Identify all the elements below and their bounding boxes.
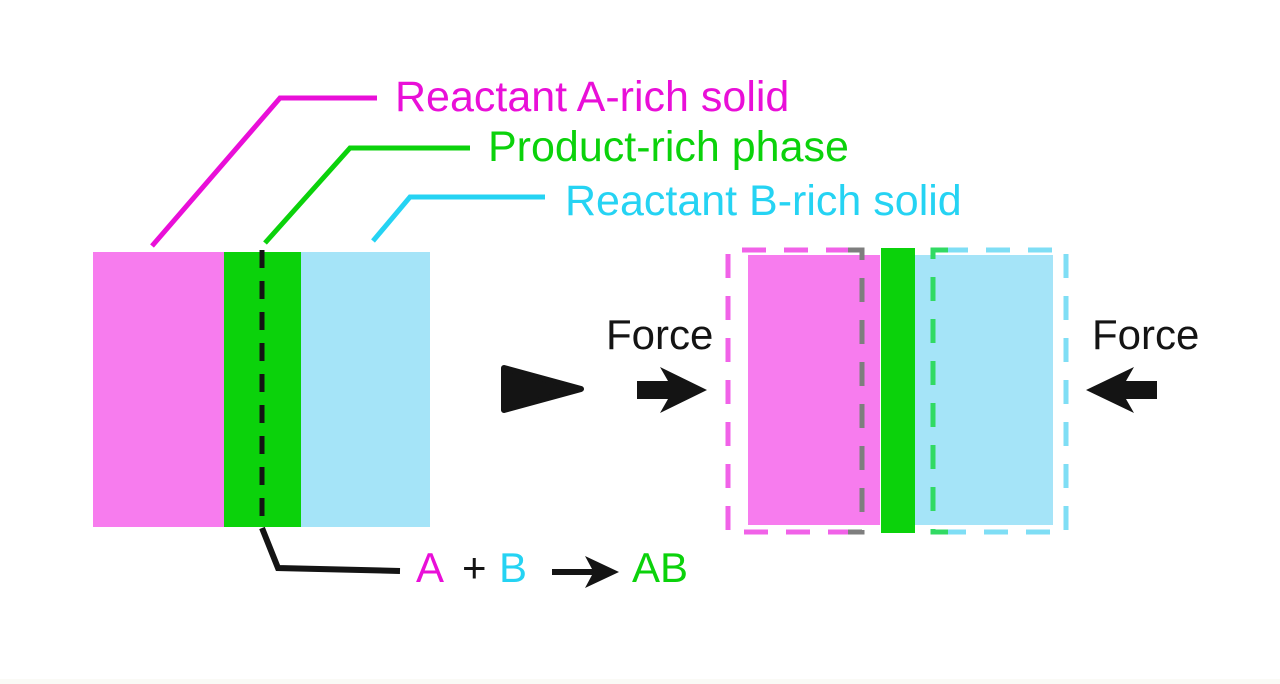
bottom-artifact-strip <box>0 679 1280 684</box>
force-left-arrow-icon <box>1086 367 1157 413</box>
transition-triangle-icon <box>501 365 584 413</box>
reaction-arrow-icon <box>552 556 619 588</box>
force-right-label: Force <box>1092 311 1199 358</box>
original-a-interface-line <box>848 247 865 535</box>
reactant-b-block <box>301 252 430 527</box>
product-phase-label: Product-rich phase <box>488 123 849 171</box>
original-b-outline <box>944 247 1069 535</box>
equation-b: B <box>499 544 527 591</box>
reactant-a-label: Reactant A-rich solid <box>395 73 789 121</box>
original-a-outline <box>725 247 850 535</box>
equation-a: A <box>416 544 444 591</box>
reaction-equation: A + B AB <box>416 544 688 591</box>
original-b-interface-line <box>930 247 948 535</box>
reactant-a-block-compressed <box>748 255 880 525</box>
right-assembly <box>725 247 1069 535</box>
reactant-b-block-compressed <box>915 255 1053 525</box>
leader-line-product <box>263 145 470 245</box>
equation-ab: AB <box>632 544 688 591</box>
equation-plus: + <box>462 544 487 591</box>
leader-line-reactant-b <box>371 194 545 243</box>
reactant-a-block <box>93 252 224 527</box>
leader-line-reactant-a <box>150 95 377 248</box>
force-right-arrow-icon <box>637 367 707 413</box>
product-phase-block-grown <box>881 248 915 533</box>
reactant-b-label: Reactant B-rich solid <box>565 177 962 225</box>
force-left-label: Force <box>606 311 713 358</box>
leader-line-reaction <box>259 526 401 574</box>
left-assembly <box>93 250 430 527</box>
